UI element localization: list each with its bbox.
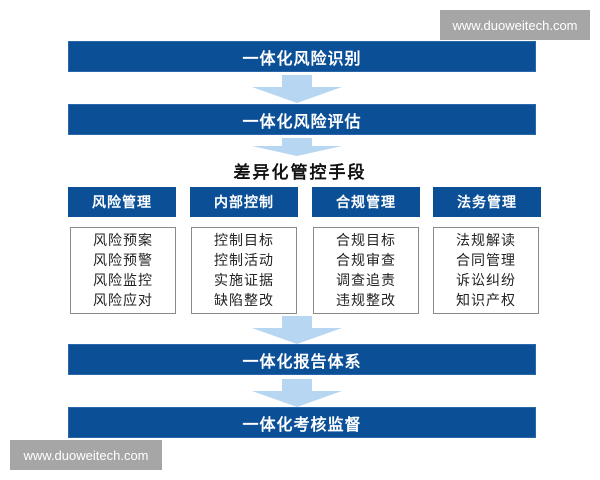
down-arrow-icon [252,75,342,103]
column-header-risk-management: 风险管理 [68,187,176,217]
list-item: 风险应对 [93,292,153,309]
list-item: 缺陷整改 [214,292,274,309]
list-item: 调查追责 [336,272,396,289]
column-box-compliance-management: 合规目标 合规审查 调查追责 违规整改 [313,227,419,314]
list-item: 违规整改 [336,292,396,309]
column-box-legal-affairs: 法规解读 合同管理 诉讼纠纷 知识产权 [433,227,539,314]
list-item: 控制活动 [214,252,274,269]
differentiated-control-title: 差异化管控手段 [233,163,367,183]
flow-step-reporting-system: 一体化报告体系 [68,344,536,375]
flow-step-risk-assessment: 一体化风险评估 [68,104,536,135]
list-item: 法规解读 [456,232,516,249]
watermark-bottom-left: www.duoweitech.com [10,440,162,470]
down-arrow-icon [252,379,342,407]
list-item: 控制目标 [214,232,274,249]
list-item: 知识产权 [456,292,516,309]
column-box-risk-management: 风险预案 风险预警 风险监控 风险应对 [70,227,176,314]
column-header-legal-affairs: 法务管理 [433,187,541,217]
column-box-internal-control: 控制目标 控制活动 实施证据 缺陷整改 [191,227,297,314]
column-header-internal-control: 内部控制 [190,187,298,217]
list-item: 合同管理 [456,252,516,269]
down-arrow-icon [252,316,342,344]
list-item: 风险监控 [93,272,153,289]
down-arrow-icon [252,138,342,158]
watermark-top-right: www.duoweitech.com [440,10,590,40]
list-item: 合规目标 [336,232,396,249]
list-item: 风险预警 [93,252,153,269]
flow-step-assessment-supervision: 一体化考核监督 [68,407,536,438]
flow-step-risk-identification: 一体化风险识别 [68,41,536,72]
list-item: 风险预案 [93,232,153,249]
list-item: 合规审查 [336,252,396,269]
list-item: 诉讼纠纷 [456,272,516,289]
column-header-compliance-management: 合规管理 [312,187,420,217]
list-item: 实施证据 [214,272,274,289]
